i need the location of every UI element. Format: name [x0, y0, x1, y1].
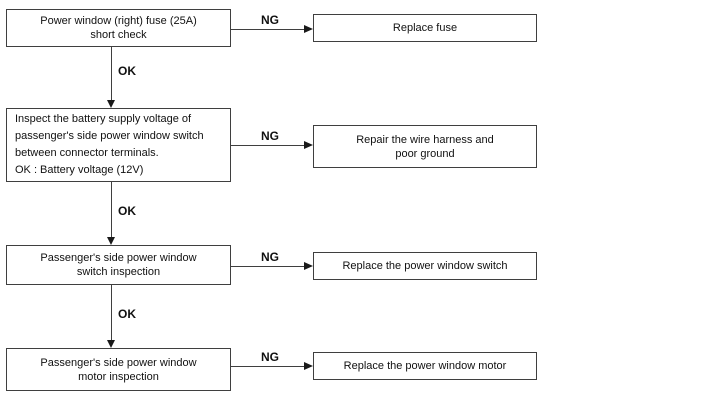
connector-ok-1-line [111, 47, 112, 101]
arrowhead-right-icon [304, 141, 313, 149]
connector-ng-2-line [231, 145, 304, 146]
arrowhead-down-icon [107, 100, 115, 108]
edge-label-ng-3: NG [261, 250, 279, 264]
edge-label-ng-2: NG [261, 129, 279, 143]
edge-label-ng-1: NG [261, 13, 279, 27]
node-text-line: Replace the power window motor [343, 360, 507, 372]
edge-label-ok-2: OK [118, 204, 136, 218]
node-text-line: Replace the power window switch [342, 260, 508, 272]
connector-ng-4-line [231, 366, 304, 367]
node-text-line: passenger's side power window switch [15, 130, 204, 142]
connector-ok-3-line [111, 285, 112, 340]
edge-label-ok-3: OK [118, 307, 136, 321]
node-replace-switch: Replace the power window switch [313, 252, 537, 280]
node-text-line: poor ground [395, 147, 455, 160]
arrowhead-right-icon [304, 262, 313, 270]
arrowhead-down-icon [107, 237, 115, 245]
node-text-line: Power window (right) fuse (25A) [40, 15, 197, 27]
node-motor-inspection: Passenger's side power window motor insp… [6, 348, 231, 391]
node-text-line: Replace fuse [392, 22, 458, 34]
node-text-line: OK : Battery voltage (12V) [15, 164, 144, 176]
node-switch-inspection: Passenger's side power window switch ins… [6, 245, 231, 285]
node-replace-motor: Replace the power window motor [313, 352, 537, 380]
node-text-line: Repair the wire harness and [356, 133, 494, 146]
edge-label-ng-4: NG [261, 350, 279, 364]
node-voltage-inspection: Inspect the battery supply voltage of pa… [6, 108, 231, 182]
node-replace-fuse: Replace fuse [313, 14, 537, 42]
node-text-line: motor inspection [78, 370, 159, 383]
node-text-line: short check [90, 29, 147, 41]
node-text-line: switch inspection [76, 266, 161, 278]
connector-ok-2-line [111, 182, 112, 237]
node-text-line: Passenger's side power window [40, 252, 197, 264]
node-text-line: Passenger's side power window [40, 356, 197, 369]
arrowhead-down-icon [107, 340, 115, 348]
node-fuse-short-check: Power window (right) fuse (25A) short ch… [6, 9, 231, 47]
node-text-line: Inspect the battery supply voltage of [15, 113, 192, 125]
connector-ng-1-line [231, 29, 304, 30]
node-repair-harness: Repair the wire harness and poor ground [313, 125, 537, 168]
edge-label-ok-1: OK [118, 64, 136, 78]
connector-ng-3-line [231, 266, 304, 267]
arrowhead-right-icon [304, 25, 313, 33]
arrowhead-right-icon [304, 362, 313, 370]
node-text-line: between connector terminals. [15, 147, 159, 159]
